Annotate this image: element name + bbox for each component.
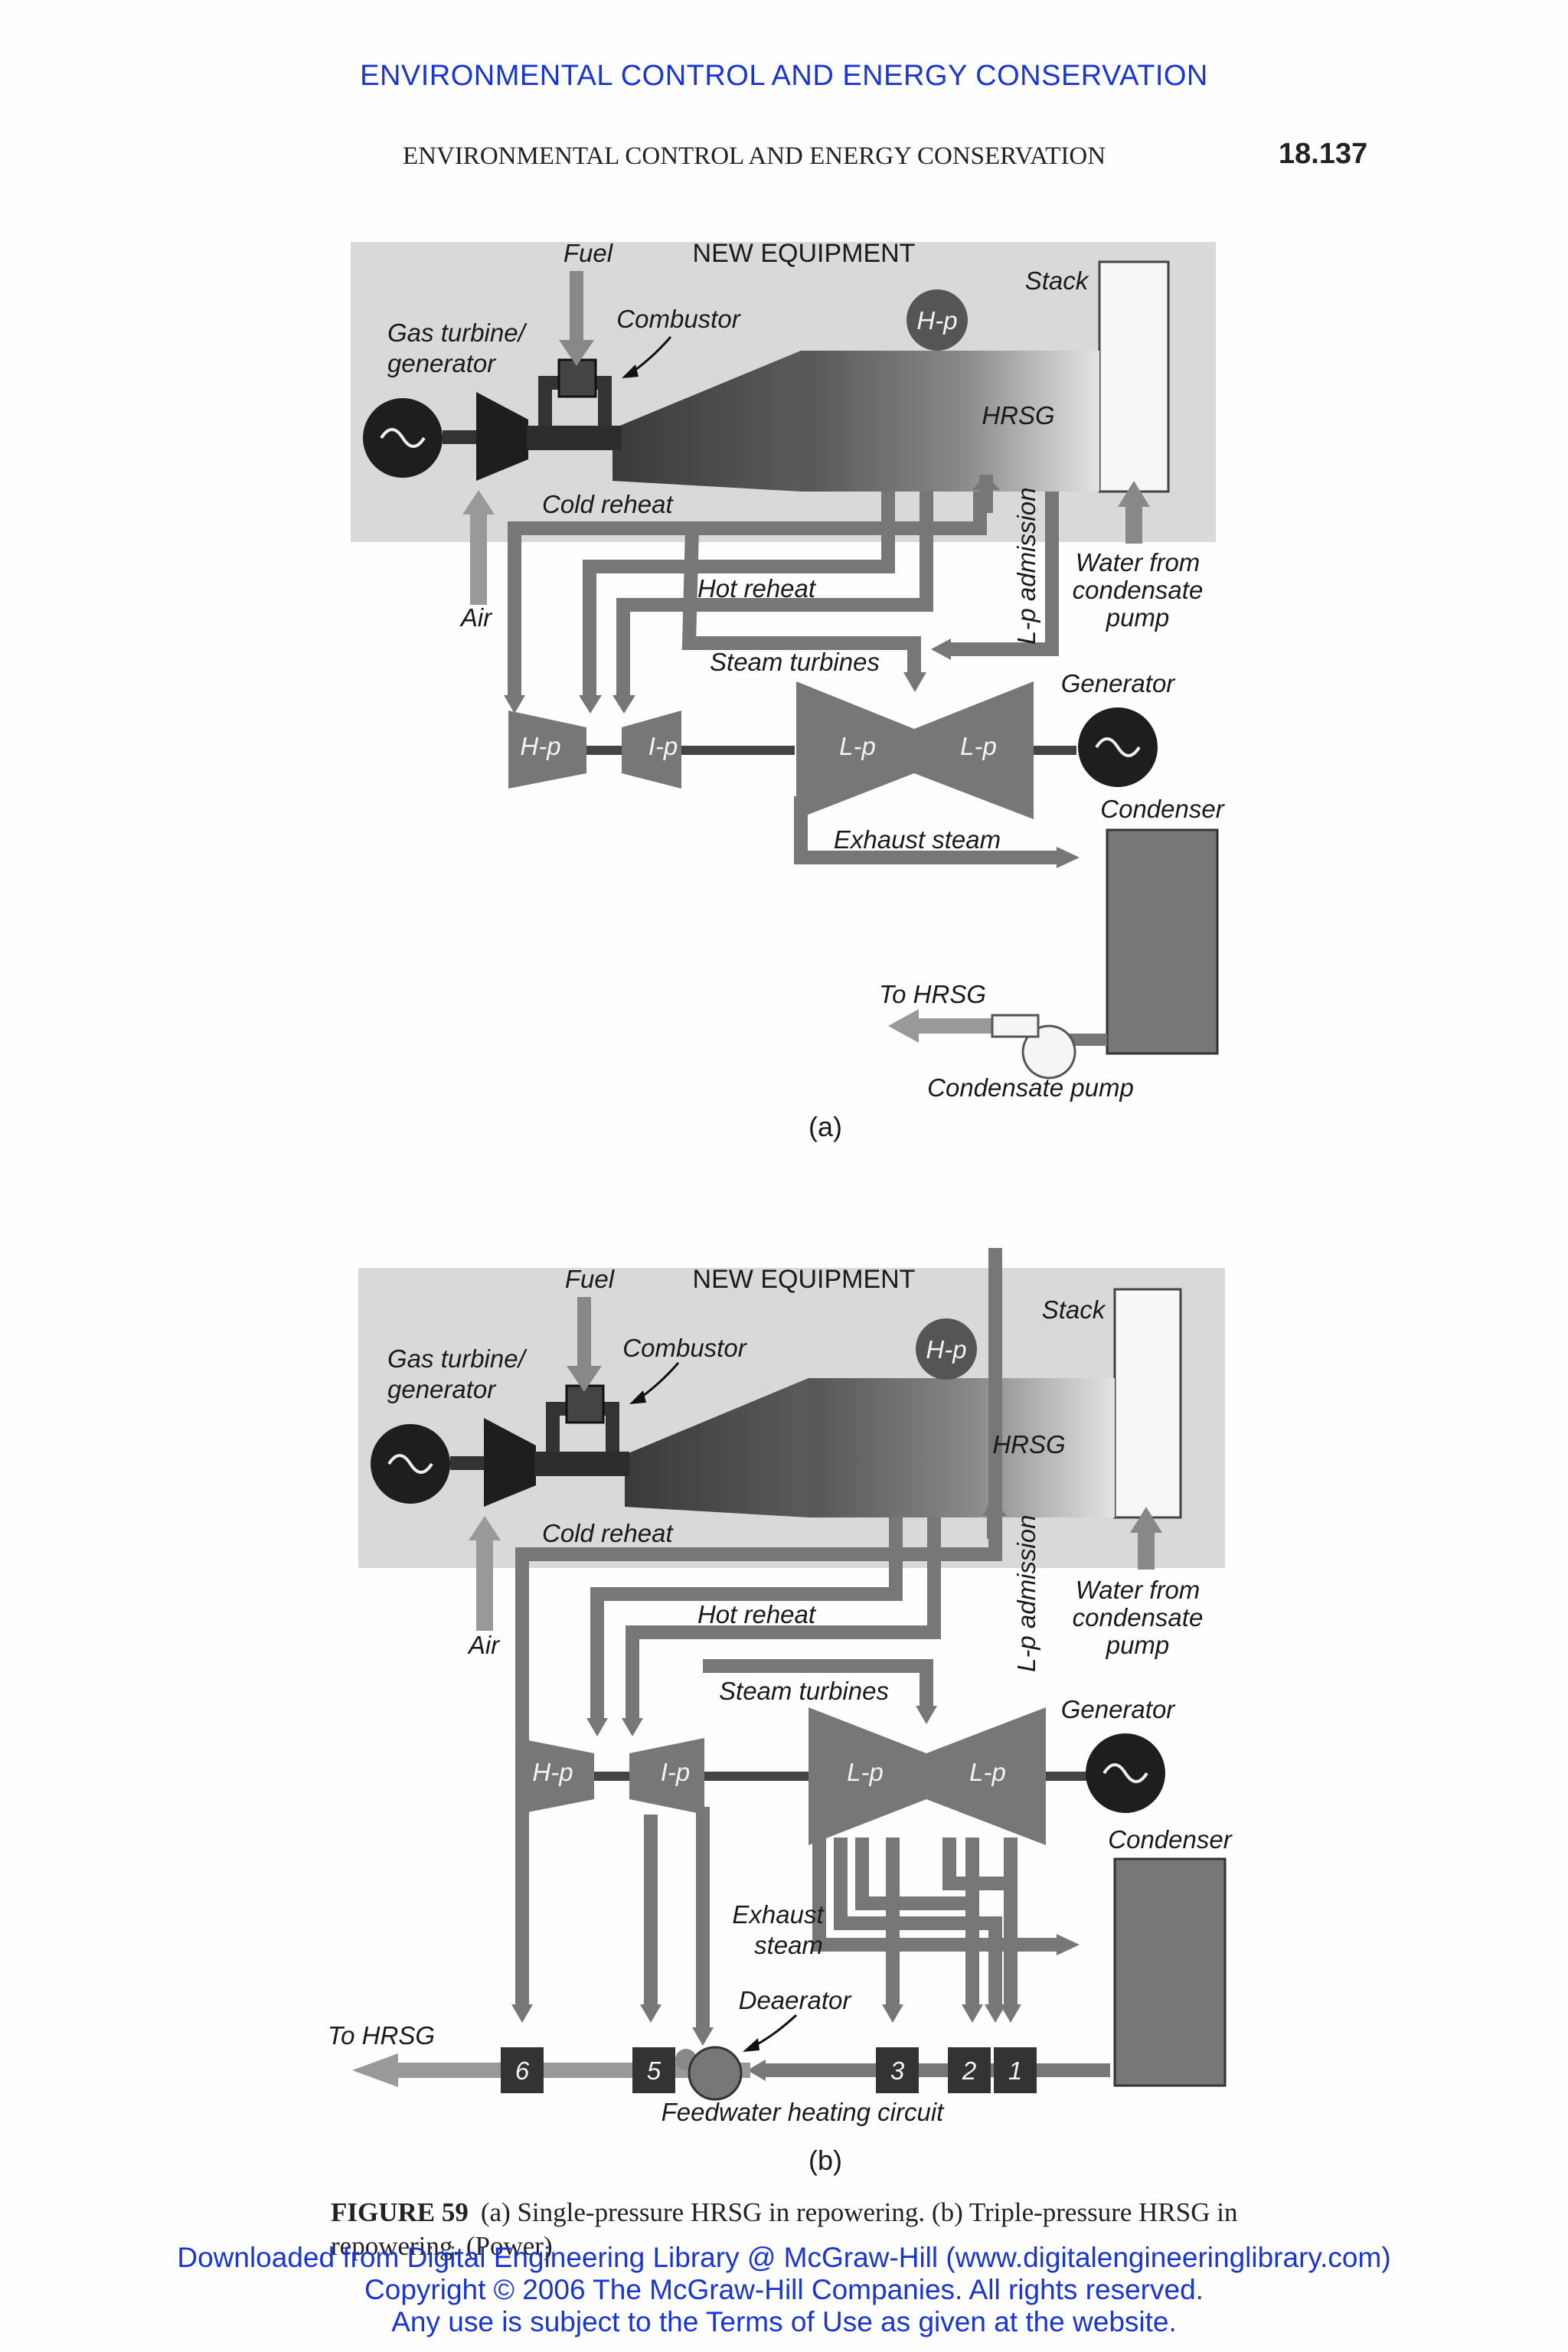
hp-turbine xyxy=(508,710,586,789)
svg-text:L-p: L-p xyxy=(969,1758,1006,1786)
condenser xyxy=(1106,828,1219,1055)
svg-text:To HRSG: To HRSG xyxy=(328,2021,435,2050)
heater-2 xyxy=(948,2047,991,2093)
svg-text:NEW EQUIPMENT: NEW EQUIPMENT xyxy=(693,239,916,268)
svg-text:Hot reheat: Hot reheat xyxy=(697,574,817,603)
svg-text:Steam turbines: Steam turbines xyxy=(710,648,880,676)
svg-text:L-p admission: L-p admission xyxy=(1012,1515,1040,1672)
gas-turbine-compressor xyxy=(476,392,528,481)
stack xyxy=(1098,260,1170,493)
svg-text:Exhaust steam: Exhaust steam xyxy=(834,825,1001,854)
svg-text:Gas turbine/: Gas turbine/ xyxy=(387,318,528,347)
svg-text:L-p: L-p xyxy=(847,1758,884,1786)
hp-turbine xyxy=(516,1738,594,1815)
hrsg xyxy=(801,351,1099,492)
deaerator xyxy=(688,2046,743,2101)
svg-text:steam: steam xyxy=(754,1931,823,1959)
footer-download-link[interactable]: Downloaded from Digital Engineering Libr… xyxy=(177,2242,1391,2273)
svg-text:L-p admission: L-p admission xyxy=(1012,488,1040,645)
svg-text:6: 6 xyxy=(515,2056,530,2085)
svg-text:Generator: Generator xyxy=(1061,669,1177,697)
svg-text:Feedwater heating circuit: Feedwater heating circuit xyxy=(662,2098,946,2126)
svg-text:L-p: L-p xyxy=(960,732,997,760)
download-banner: ENVIRONMENTAL CONTROL AND ENERGY CONSERV… xyxy=(360,60,1208,92)
svg-text:H-p: H-p xyxy=(916,306,957,335)
svg-text:Water from: Water from xyxy=(1076,548,1200,577)
svg-text:pump: pump xyxy=(1106,1631,1170,1659)
hp-drum xyxy=(906,289,968,351)
lp-turbine-left xyxy=(808,1707,926,1845)
svg-text:1: 1 xyxy=(1008,2056,1022,2085)
heater-5 xyxy=(632,2047,675,2093)
svg-text:Cold reheat: Cold reheat xyxy=(542,1519,674,1547)
svg-text:2: 2 xyxy=(962,2056,976,2085)
lp-turbine-right xyxy=(914,681,1034,819)
copyright-footer: Downloaded from Digital Engineering Libr… xyxy=(0,2242,1568,2338)
svg-text:Fuel: Fuel xyxy=(565,1265,616,1293)
footer-copyright: Copyright © 2006 The McGraw-Hill Compani… xyxy=(364,2274,1204,2305)
svg-text:Hot reheat: Hot reheat xyxy=(697,1600,817,1628)
svg-text:H-p: H-p xyxy=(926,1335,966,1364)
svg-text:Combustor: Combustor xyxy=(616,305,741,333)
svg-text:Stack: Stack xyxy=(1042,1295,1106,1324)
svg-text:Condensate pump: Condensate pump xyxy=(927,1073,1134,1102)
svg-text:pump: pump xyxy=(1106,603,1170,632)
heater-1 xyxy=(994,2047,1037,2093)
page-number: 18.137 xyxy=(1279,138,1368,170)
gas-turbine-compressor xyxy=(484,1418,536,1507)
svg-text:HRSG: HRSG xyxy=(982,401,1054,430)
svg-text:NEW EQUIPMENT: NEW EQUIPMENT xyxy=(693,1265,916,1294)
svg-text:Cold reheat: Cold reheat xyxy=(542,490,674,518)
svg-text:Deaerator: Deaerator xyxy=(739,1986,853,2014)
figure-b-diagram: H-p xyxy=(328,1248,1233,2176)
caption-text: (a) Single-pressure HRSG in repowering. … xyxy=(331,2197,1238,2261)
svg-text:Condenser: Condenser xyxy=(1100,795,1225,823)
svg-text:(b): (b) xyxy=(808,2145,842,2176)
combustor xyxy=(565,1384,605,1424)
svg-text:Condenser: Condenser xyxy=(1108,1825,1233,1854)
running-head-title: ENVIRONMENTAL CONTROL AND ENERGY CONSERV… xyxy=(403,142,1106,170)
svg-text:I-p: I-p xyxy=(661,1758,691,1786)
lp-turbine-right xyxy=(926,1707,1046,1845)
figure-label: FIGURE 59 xyxy=(331,2197,469,2227)
svg-text:Air: Air xyxy=(459,603,493,632)
svg-text:Gas turbine/: Gas turbine/ xyxy=(387,1344,528,1373)
figure-caption: FIGURE 59(a) Single-pressure HRSG in rep… xyxy=(331,2196,1288,2263)
svg-text:Stack: Stack xyxy=(1025,266,1089,295)
svg-text:Air: Air xyxy=(467,1631,501,1659)
svg-text:I-p: I-p xyxy=(648,732,678,760)
svg-text:3: 3 xyxy=(890,2056,905,2085)
ip-turbine xyxy=(622,710,681,789)
svg-text:Fuel: Fuel xyxy=(564,239,614,267)
svg-text:Exhaust: Exhaust xyxy=(732,1900,825,1929)
svg-text:(a): (a) xyxy=(808,1111,842,1142)
svg-text:Generator: Generator xyxy=(1061,1695,1177,1723)
figure-a-diagram: H-p Fuel NEW EQUIPMENT Stack xyxy=(351,239,1226,1142)
ip-turbine xyxy=(629,1738,704,1815)
svg-text:condensate: condensate xyxy=(1073,576,1204,604)
svg-text:To HRSG: To HRSG xyxy=(879,980,986,1008)
svg-text:Steam turbines: Steam turbines xyxy=(719,1677,889,1705)
combustor xyxy=(557,358,597,398)
condenser xyxy=(1113,1857,1227,2087)
svg-text:condensate: condensate xyxy=(1073,1603,1204,1632)
svg-text:generator: generator xyxy=(387,349,497,377)
svg-text:L-p: L-p xyxy=(839,732,876,760)
footer-terms: Any use is subject to the Terms of Use a… xyxy=(391,2306,1177,2337)
heater-3 xyxy=(876,2047,919,2093)
svg-text:H-p: H-p xyxy=(520,732,560,760)
svg-text:generator: generator xyxy=(387,1375,497,1403)
transition-duct xyxy=(612,351,801,492)
svg-text:Combustor: Combustor xyxy=(622,1334,747,1362)
stack xyxy=(1113,1288,1182,1519)
transition-duct xyxy=(625,1378,808,1517)
lp-turbine-left xyxy=(796,681,914,819)
svg-text:Water from: Water from xyxy=(1076,1576,1200,1604)
svg-text:HRSG: HRSG xyxy=(992,1430,1065,1459)
hp-drum xyxy=(916,1318,977,1380)
svg-text:H-p: H-p xyxy=(532,1758,573,1786)
hrsg xyxy=(808,1378,1115,1517)
heater-6 xyxy=(501,2047,544,2093)
svg-text:5: 5 xyxy=(647,2056,662,2085)
